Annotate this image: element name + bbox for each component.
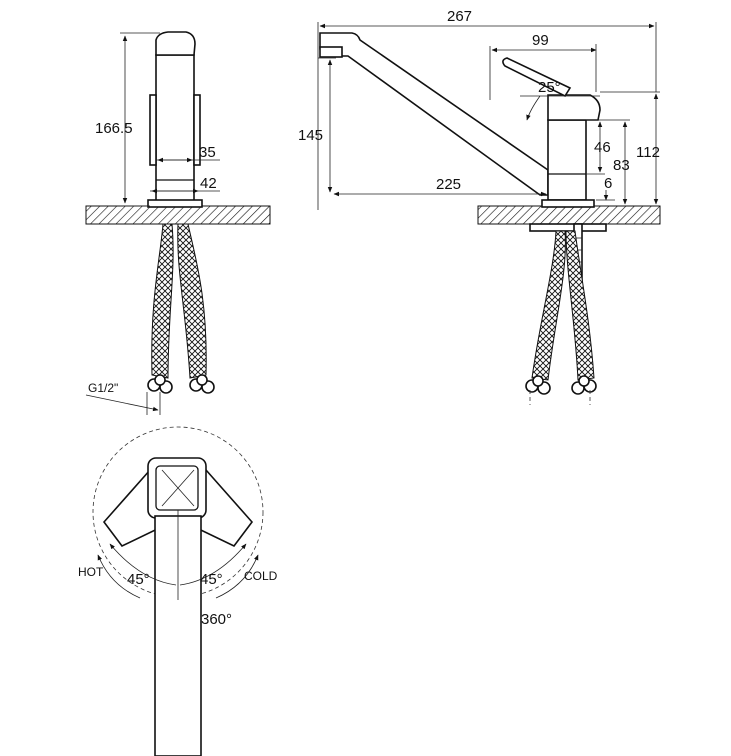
front-countertop: [85, 205, 271, 225]
side-aerator: [319, 46, 343, 58]
dim-lever-length: 99: [532, 32, 549, 49]
label-cold-angle: 45°: [200, 571, 223, 588]
front-body: [155, 54, 195, 202]
front-fitting-right: [189, 374, 215, 394]
front-hose-left: [151, 223, 174, 379]
top-view: HOT COLD 45° 45° 360°: [78, 426, 278, 756]
dim-lever-top-height: 83: [613, 157, 630, 174]
label-cold: COLD: [244, 569, 278, 583]
side-view: 267 99 25° 145 225 46 83 112 6: [298, 8, 661, 405]
side-hose-right: [565, 230, 595, 381]
dim-body-height: 46: [594, 139, 611, 156]
side-fitting-left: [525, 375, 551, 395]
label-spout-rotation: 360°: [201, 611, 232, 628]
front-base: [147, 199, 203, 208]
dim-base-width: 42: [200, 175, 217, 192]
front-lever-cap: [155, 31, 196, 56]
side-hose-left: [531, 230, 566, 381]
side-spout: [319, 32, 549, 196]
label-hot-angle: 45°: [127, 571, 150, 588]
dim-spout-reach: 225: [436, 176, 461, 193]
dim-base-thickness: 6: [604, 175, 612, 192]
front-fitting-left: [147, 374, 173, 394]
dim-overall-length: 267: [447, 8, 472, 25]
side-base: [541, 199, 595, 208]
dim-overall-height: 166.5: [95, 120, 133, 137]
side-lever-handle: [502, 57, 572, 98]
side-body: [547, 119, 587, 201]
side-lever-head: [547, 94, 601, 121]
front-view: 166.5 35 42 G1/2": [85, 31, 271, 415]
front-side-button-right: [193, 94, 201, 166]
dim-lever-angle: 25°: [538, 79, 561, 96]
label-hot: HOT: [78, 565, 104, 579]
dim-spout-height: 145: [298, 127, 323, 144]
top-lever-cap: [155, 465, 199, 511]
dim-thread: G1/2": [88, 381, 118, 395]
front-hose-right: [177, 223, 207, 379]
side-mount-plate: [529, 223, 607, 232]
dim-total-height: 112: [636, 144, 660, 161]
dim-body-width: 35: [199, 144, 216, 161]
front-side-button: [149, 94, 157, 166]
side-countertop: [477, 205, 661, 225]
